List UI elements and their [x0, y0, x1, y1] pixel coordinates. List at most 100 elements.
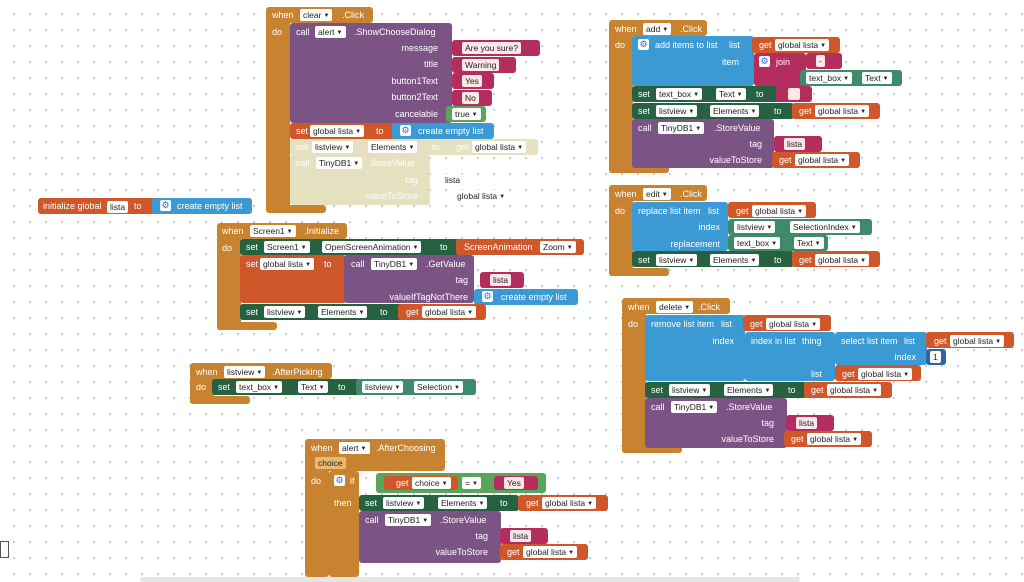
remove-list-item-block[interactable] [645, 315, 745, 381]
mutator-gear-icon[interactable]: ⚙ [400, 125, 411, 136]
variable-dropdown[interactable]: global lista▼ [422, 306, 477, 318]
variable-dropdown[interactable]: global lista▼ [454, 190, 509, 202]
create-empty-list-block[interactable] [152, 198, 252, 214]
text-field-tag[interactable]: lista [490, 274, 512, 286]
db-dropdown[interactable]: TinyDB1▼ [658, 122, 705, 134]
index-in-list-block[interactable] [745, 332, 835, 381]
component-dropdown[interactable]: text_box▼ [236, 381, 283, 393]
call-showchoosedialog-block[interactable] [290, 23, 452, 123]
variable-dropdown[interactable]: global lista▼ [766, 318, 821, 330]
property-dropdown[interactable]: Elements▼ [710, 254, 760, 266]
property-dropdown[interactable]: Elements▼ [438, 497, 488, 509]
add-items-to-list-block[interactable] [632, 36, 754, 86]
workspace-side-handle[interactable] [0, 541, 9, 558]
mutator-gear-icon[interactable]: ⚙ [638, 39, 649, 50]
when-label: when [272, 10, 294, 20]
text-field-message[interactable]: Are you sure? [462, 42, 521, 54]
horizontal-scrollbar[interactable] [140, 577, 800, 582]
mutator-gear-icon[interactable]: ⚙ [759, 56, 770, 67]
text-field-tag[interactable]: lista [796, 417, 818, 429]
notifier-dropdown[interactable]: alert▼ [315, 26, 346, 38]
component-dropdown[interactable]: listview▼ [362, 381, 404, 393]
when-label: when [615, 24, 637, 34]
property-dropdown[interactable]: Elements▼ [368, 141, 418, 153]
component-dropdown[interactable]: text_box▼ [806, 72, 853, 84]
mutator-gear-icon[interactable]: ⚙ [334, 475, 345, 486]
property-dropdown[interactable]: Elements▼ [724, 384, 774, 396]
variable-dropdown[interactable]: global lista▼ [472, 141, 527, 153]
db-dropdown[interactable]: TinyDB1▼ [316, 157, 363, 169]
variable-dropdown[interactable]: global lista▼ [542, 497, 597, 509]
component-dropdown[interactable]: text_box▼ [656, 88, 703, 100]
replace-list-item-block[interactable] [632, 202, 728, 251]
component-dropdown[interactable]: clear▼ [300, 9, 333, 21]
variable-dropdown[interactable]: global lista▼ [950, 335, 1005, 347]
variable-dropdown[interactable]: global lista▼ [827, 384, 882, 396]
component-dropdown[interactable]: listview▼ [312, 141, 354, 153]
mutator-gear-icon[interactable]: ⚙ [160, 200, 171, 211]
text-field-title[interactable]: Warning [462, 59, 500, 71]
to-label: to [788, 385, 796, 395]
create-empty-list-block[interactable] [392, 123, 494, 139]
component-dropdown[interactable]: add▼ [643, 23, 672, 35]
property-dropdown[interactable]: Elements▼ [710, 105, 760, 117]
variable-dropdown[interactable]: global lista▼ [795, 154, 850, 166]
boolean-dropdown[interactable]: true▼ [452, 108, 481, 120]
variable-dropdown[interactable]: global lista▼ [815, 254, 870, 266]
variable-dropdown[interactable]: global lista▼ [775, 39, 830, 51]
property-dropdown[interactable]: Text▼ [862, 72, 892, 84]
mutator-gear-icon[interactable]: ⚙ [482, 291, 493, 302]
create-empty-list-block[interactable] [474, 289, 578, 305]
event-name: .Click [342, 10, 364, 20]
component-dropdown[interactable]: Screen1▼ [264, 241, 310, 253]
component-dropdown[interactable]: delete▼ [656, 301, 694, 313]
text-field-tag[interactable]: lista [442, 174, 464, 186]
component-dropdown[interactable]: listview▼ [656, 105, 698, 117]
variable-dropdown[interactable]: global lista▼ [310, 125, 365, 137]
component-dropdown[interactable]: alert▼ [339, 442, 370, 454]
property-dropdown[interactable]: SelectionIndex▼ [790, 221, 860, 233]
event-name: .AfterPicking [272, 367, 323, 377]
operator-dropdown[interactable]: =▼ [462, 477, 481, 489]
property-dropdown[interactable]: OpenScreenAnimation▼ [322, 241, 422, 253]
text-field-button2[interactable]: No [462, 92, 479, 104]
select-list-item-block[interactable] [835, 332, 927, 365]
to-label: to [324, 259, 332, 269]
component-dropdown[interactable]: listview▼ [656, 254, 698, 266]
component-dropdown[interactable]: listview▼ [734, 221, 776, 233]
variable-dropdown[interactable]: global lista▼ [523, 546, 578, 558]
number-field[interactable]: 1 [930, 351, 941, 363]
text-field-separator[interactable]: - [816, 55, 825, 67]
component-dropdown[interactable]: Screen1▼ [250, 225, 296, 237]
property-dropdown[interactable]: Text▼ [298, 381, 328, 393]
text-field-empty[interactable] [788, 88, 800, 100]
component-dropdown[interactable]: text_box▼ [734, 237, 781, 249]
animation-dropdown[interactable]: Zoom▼ [540, 241, 576, 253]
variable-dropdown[interactable]: choice▼ [412, 477, 451, 489]
property-dropdown[interactable]: Text▼ [794, 237, 824, 249]
db-dropdown[interactable]: TinyDB1▼ [371, 258, 418, 270]
get-label: get [526, 498, 539, 508]
component-dropdown[interactable]: listview▼ [264, 306, 306, 318]
db-dropdown[interactable]: TinyDB1▼ [385, 514, 432, 526]
property-dropdown[interactable]: Selection▼ [414, 381, 463, 393]
variable-name-field[interactable]: lista [107, 201, 129, 213]
text-field-tag[interactable]: lista [784, 138, 806, 150]
component-dropdown[interactable]: listview▼ [669, 384, 711, 396]
component-dropdown[interactable]: listview▼ [383, 497, 425, 509]
variable-dropdown[interactable]: global lista▼ [815, 105, 870, 117]
text-field-tag[interactable]: lista [510, 530, 532, 542]
variable-dropdown[interactable]: global lista▼ [807, 433, 862, 445]
component-dropdown[interactable]: listview▼ [224, 366, 266, 378]
db-dropdown[interactable]: TinyDB1▼ [671, 401, 718, 413]
property-dropdown[interactable]: Text▼ [716, 88, 746, 100]
text-field-yes[interactable]: Yes [504, 477, 524, 489]
parameter-choice[interactable]: choice [315, 457, 346, 469]
variable-dropdown[interactable]: global lista▼ [260, 258, 315, 270]
if-block[interactable] [329, 471, 359, 577]
text-field-button1[interactable]: Yes [462, 75, 482, 87]
variable-dropdown[interactable]: global lista▼ [752, 205, 807, 217]
variable-dropdown[interactable]: global lista▼ [858, 368, 913, 380]
property-dropdown[interactable]: Elements▼ [318, 306, 368, 318]
component-dropdown[interactable]: edit▼ [643, 188, 671, 200]
